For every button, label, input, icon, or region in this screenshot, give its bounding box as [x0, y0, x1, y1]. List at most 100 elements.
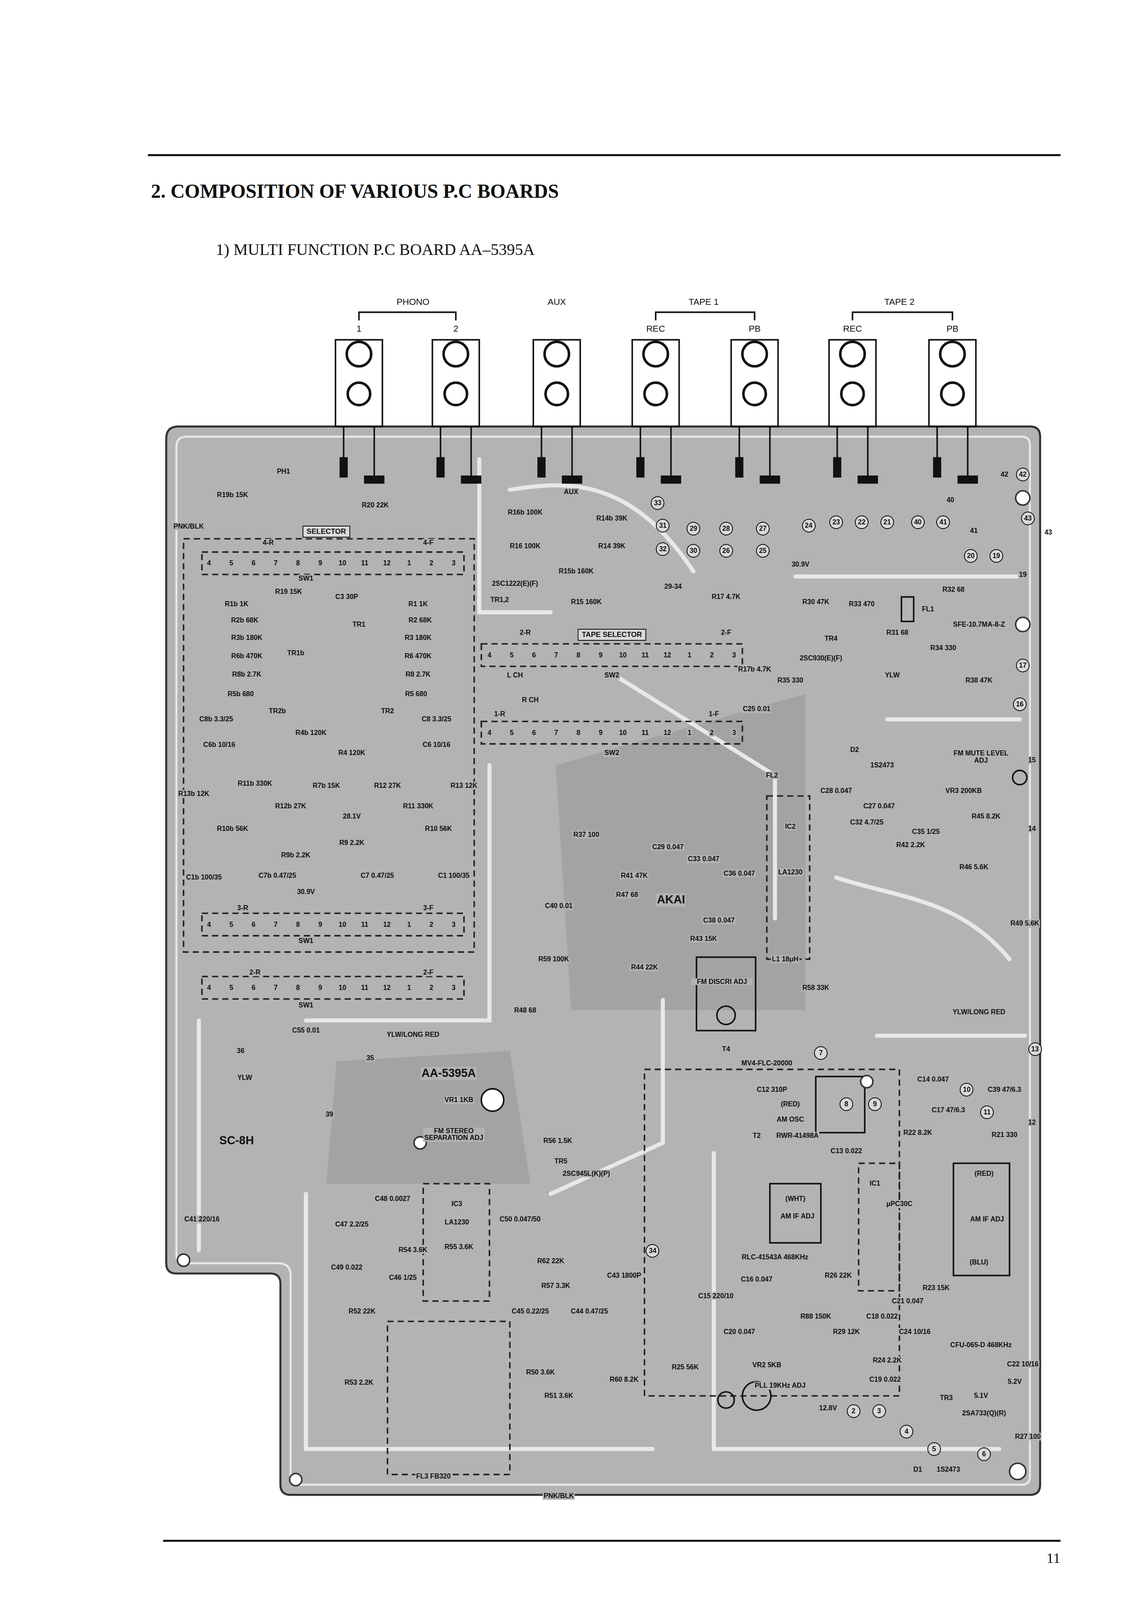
component-label: L CH: [506, 671, 524, 679]
component-label: R43 15K: [689, 934, 718, 943]
component-label: R8b 2.7K: [231, 670, 263, 679]
component-label: C33 0.047: [686, 854, 721, 863]
component-label: YLW: [883, 671, 901, 679]
jack-group-label: TAPE 1: [687, 296, 720, 307]
component-label: R52 22K: [347, 1306, 377, 1315]
component-label: R6 470K: [403, 652, 433, 660]
switch-pin-number: 7: [553, 650, 560, 659]
component-label: R59 100K: [537, 955, 570, 963]
component-label: 2SC945L(K)(P): [561, 1168, 611, 1177]
component-label: R57 3.3K: [540, 1281, 572, 1290]
jack-socket: [941, 382, 964, 406]
component-label: R45 8.2K: [970, 812, 1002, 820]
copper-trace: [550, 999, 663, 1194]
switch-pin-number: 3: [450, 983, 457, 992]
solder-pad: [660, 475, 682, 484]
switch-outline: [202, 912, 465, 936]
adjust-core: [716, 1005, 736, 1025]
switch-pin-number: 2: [428, 559, 435, 567]
switch-pin-number: 5: [508, 728, 515, 736]
component-label: R2b 68K: [230, 616, 260, 624]
jack-socket: [644, 382, 667, 406]
component-label: C47 2.2/25: [334, 1220, 370, 1228]
switch-pin-number: 2: [428, 983, 435, 992]
component-label: R38 47K: [964, 676, 994, 684]
component-label: R33 470: [848, 600, 876, 608]
component-label: R54 3.6K: [397, 1245, 429, 1254]
filter-symbol: [901, 596, 914, 621]
component-label: C55 0.01: [291, 1026, 321, 1034]
component-label: R51 3.6K: [543, 1391, 575, 1400]
trimmer-symbol: [1012, 770, 1027, 785]
component-label: FL3 FB320: [415, 1471, 452, 1480]
switch-pin-number: 10: [337, 920, 348, 928]
component-label: R44 22K: [630, 963, 659, 971]
solder-pad: [339, 456, 348, 478]
callout-number: 22: [854, 515, 869, 529]
component-label: LA1230: [444, 1217, 471, 1226]
copper-trace: [305, 764, 490, 1020]
callout-number: 13: [1028, 1041, 1042, 1056]
component-label: AUX: [562, 487, 580, 496]
transformer-outline: [953, 1162, 1010, 1276]
component-label: L1 18μH: [770, 955, 800, 963]
solder-pad: [759, 475, 781, 484]
component-label: R55 3.6K: [443, 1242, 475, 1251]
component-label: R35 330: [776, 676, 805, 684]
component-label: R26 22K: [823, 1271, 853, 1279]
component-label: R16 100K: [508, 541, 542, 550]
component-label: C6 10/16: [421, 740, 452, 749]
callout-number: 4: [899, 1424, 914, 1438]
component-label: R42 2.2K: [895, 840, 927, 849]
component-label: MV4-FLC-20000: [740, 1059, 794, 1067]
component-label: 39: [324, 1109, 335, 1118]
component-label: PH1: [276, 467, 292, 476]
component-label: R17b 4.7K: [737, 665, 772, 673]
component-label: C22 10/16: [1006, 1359, 1040, 1368]
jack-socket: [347, 382, 371, 406]
component-label: R32 68: [941, 585, 966, 594]
component-label: 2-F: [422, 968, 435, 976]
mounting-hole: [289, 1472, 303, 1486]
switch-pin-number: 9: [317, 920, 324, 928]
component-label: CFU-065-D 468KHz: [949, 1340, 1013, 1348]
group-bracket: [852, 311, 953, 321]
component-label: C49 0.022: [330, 1263, 364, 1271]
group-bracket: [655, 311, 755, 321]
mounting-hole: [1015, 490, 1030, 506]
switch-pin-number: 11: [360, 559, 370, 567]
component-label: R47 68: [615, 890, 640, 899]
ic-outline: [423, 1183, 490, 1301]
callout-number: 30: [686, 543, 701, 558]
component-label: TR1,2: [489, 595, 511, 604]
box-label: SELECTOR: [306, 527, 347, 536]
jack-group-label: AUX: [546, 296, 567, 307]
switch-pin-number: 7: [553, 728, 560, 736]
component-label: 1S2473: [935, 1464, 961, 1473]
component-label: 40: [945, 496, 956, 504]
component-label: RWR-41498A: [775, 1131, 820, 1140]
component-label: RLC-41543A 468KHz: [741, 1252, 810, 1261]
callout-number: 9: [868, 1096, 882, 1111]
component-label: 1-R: [493, 709, 507, 718]
component-label: C7b 0.47/25: [257, 871, 298, 879]
component-label: R13b 12K: [177, 789, 211, 798]
callout-number: 27: [756, 521, 770, 536]
copper-trace: [877, 1033, 1025, 1038]
component-label: TR5: [553, 1157, 569, 1165]
component-label: R41 47K: [620, 871, 649, 879]
component-label: R14b 39K: [595, 514, 629, 523]
board-outline: [166, 426, 1041, 1495]
jack-group-label: 2: [452, 323, 460, 334]
component-label: R3 180K: [403, 633, 433, 642]
component-label: VR1 1KB: [443, 1095, 475, 1104]
solder-pad: [436, 456, 445, 478]
component-label: YLW: [236, 1073, 254, 1081]
jack-group-label: TAPE 2: [883, 296, 916, 307]
component-label: 28.1V: [342, 812, 362, 820]
component-label: C41 220/16: [183, 1214, 221, 1223]
component-label: C48 0.0027: [374, 1194, 412, 1203]
solder-pad: [932, 456, 941, 478]
component-label: R14 39K: [597, 541, 627, 550]
component-label: R19b 15K: [216, 490, 249, 499]
